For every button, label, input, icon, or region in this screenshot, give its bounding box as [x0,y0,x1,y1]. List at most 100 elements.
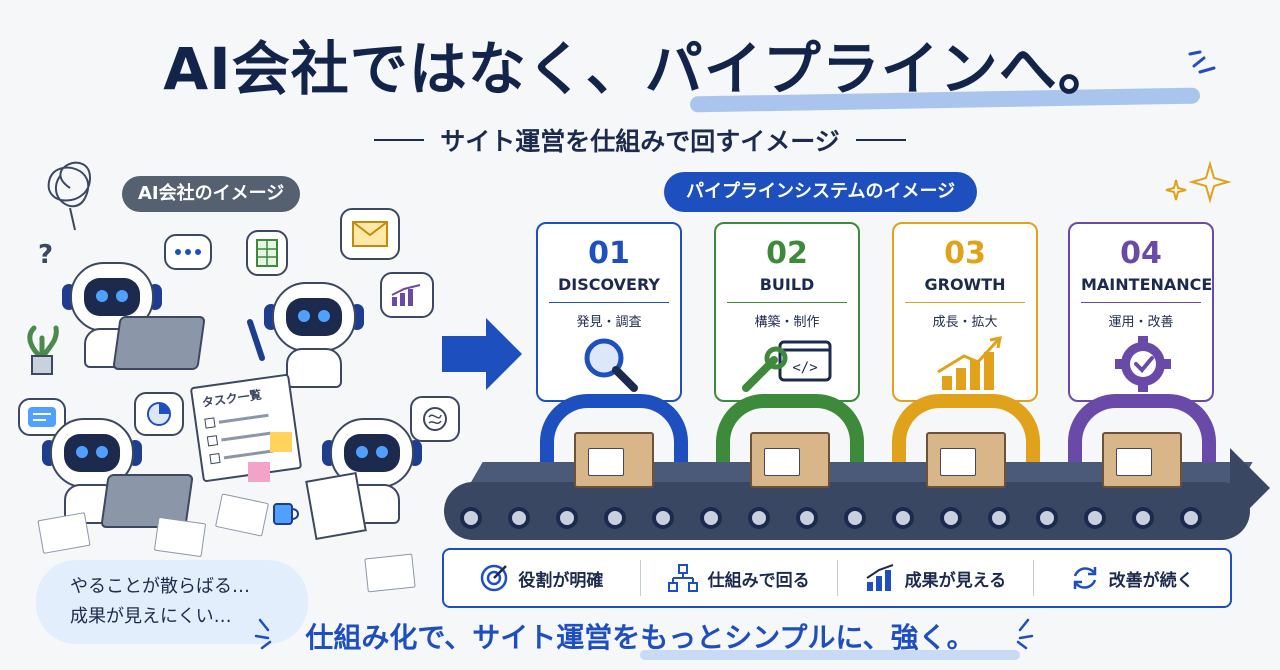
scattered-paper [364,553,416,593]
scattered-paper [214,493,270,537]
conveyor-wheel [652,507,674,529]
mail-bubble [340,208,400,260]
chaos-line-1: やることが散らばる… [70,576,250,597]
stage-name: DISCOVERY [549,275,669,303]
refresh-label-icon [1116,448,1152,476]
scribble-icon [47,161,92,231]
benefit-text: 成果が見える [904,570,1007,591]
magnifier-icon [584,338,638,392]
package-box [1102,432,1182,488]
stage-number: 03 [944,236,986,271]
conveyor-wheel [556,507,578,529]
stage-card-discovery: 01 DISCOVERY 発見・調査 [536,222,682,402]
ai-company-label: AI会社のイメージ [122,176,301,212]
flow-icon [667,564,698,592]
stage-name: MAINTENANCE [1081,275,1212,303]
subtitle-rule-right [855,139,906,141]
conveyor-wheel [508,507,530,529]
pipeline-label: パイプラインシステムのイメージ [664,172,978,212]
conveyor-wheel [940,507,962,529]
stage-card-maintenance: 04 MAINTENANCE 運用・改善 [1068,222,1214,402]
scattered-paper [153,516,207,558]
scattered-paper [37,512,91,554]
mug-icon [273,503,299,525]
conveyor-wheel [460,507,482,529]
sparkle-icon [1165,160,1232,204]
tagline: 仕組み化で、サイト運営をもっとシンプルに、強く。 [305,621,975,654]
conveyor-wheel [1084,507,1106,529]
sticky-note-pink [248,462,270,482]
chart-bubble [380,272,434,318]
pie-icon [147,402,171,426]
benefits-bar: 役割が明確 仕組みで回る 成果が見える 改善が続く [442,548,1232,608]
bar-chart-icon [866,564,893,591]
conveyor-wheel [844,507,866,529]
sticky-note-yellow [270,432,292,452]
conveyor-wheel [748,507,770,529]
wrench-code-icon: </> [742,340,832,392]
stage-name: GROWTH [905,275,1025,303]
subtitle-row: サイト運営を仕組みで回すイメージ [0,122,1280,158]
stage-name: BUILD [727,275,847,303]
stage-jp-label: 発見・調査 [576,315,642,330]
stage-number: 02 [766,236,808,271]
svg-text:</>: </> [792,360,817,376]
benefit-text: 仕組みで回る [707,570,810,591]
mail-icon [352,221,388,247]
page-title: AI会社ではなく、パイプラインへ。 [163,35,1117,103]
conveyor-wheel [988,507,1010,529]
conveyor-wheel [700,507,722,529]
task-list-card: タスク一覧 [189,373,303,483]
package-box [574,432,654,488]
benefit-text: 改善が続く [1108,570,1194,591]
package-box [926,432,1006,488]
gear-check-icon [1115,336,1171,392]
spreadsheet-bubble [246,230,288,276]
stage-card-growth: 03 GROWTH 成長・拡大 [892,222,1038,402]
conveyor-wheel [796,507,818,529]
pie-bubble [134,392,184,436]
chaos-cloud: やることが散らばる… 成果が見えにくい… [36,560,308,644]
pen-icon [247,319,265,361]
spreadsheet-icon [256,239,278,267]
chart-label-icon [940,448,976,476]
benefit-item: 改善が続く [1034,560,1230,596]
conveyor-wheel [892,507,914,529]
document-paper [305,471,367,541]
conveyor-wheel [1132,507,1154,529]
stage-jp-label: 運用・改善 [1108,315,1174,330]
laptop-1 [112,316,206,370]
stage-jp-label: 成長・拡大 [932,315,998,330]
accent-lines-icon [254,618,272,650]
accent-lines-icon [1016,618,1034,650]
conveyor-wheel [1036,507,1058,529]
brain-bubble [410,396,460,442]
growth-chart-icon [937,336,1002,390]
cycle-icon [1073,567,1096,589]
conveyor-arrow-icon [1230,448,1270,528]
conveyor-wheel [1180,507,1202,529]
subtitle-rule-left [374,139,425,141]
question-mark: ? [38,240,54,270]
plant-icon [27,325,59,375]
sparkle-lines-icon [1188,50,1216,74]
package-box [750,432,830,488]
stage-card-build: 02 BUILD 構築・制作 </> [714,222,860,402]
chat-dots-bubble [164,234,212,270]
mini-chart-icon [391,284,421,306]
browser-label-icon [588,448,624,476]
benefit-item: 役割が明確 [444,560,641,596]
benefit-item: 成果が見える [838,560,1035,596]
stage-number: 04 [1120,236,1162,271]
chaos-line-2: 成果が見えにくい… [70,606,232,627]
brain-icon [423,407,447,431]
benefit-text: 役割が明確 [518,570,604,591]
target-icon [481,564,508,592]
stage-jp-label: 構築・制作 [754,315,820,330]
transition-arrow-icon [442,318,522,390]
subtitle: サイト運営を仕組みで回すイメージ [440,127,840,156]
tagline-highlight [640,650,1020,660]
conveyor-wheel [604,507,626,529]
benefit-item: 仕組みで回る [641,560,838,596]
image-label-icon [764,448,800,476]
